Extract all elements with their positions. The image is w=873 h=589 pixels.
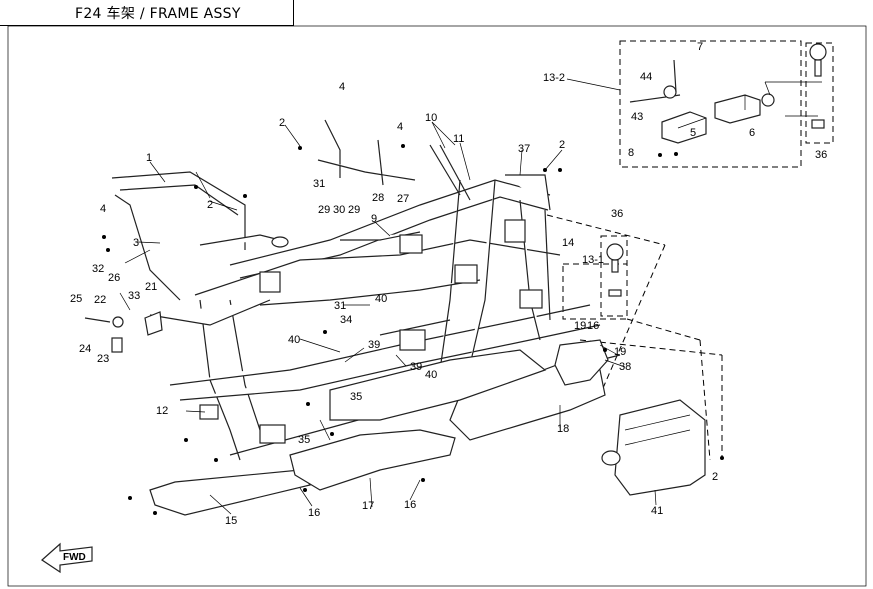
callout-25: 25: [70, 293, 82, 305]
callout-21: 21: [145, 281, 157, 293]
hitch-bracket: [661, 111, 707, 144]
leader-lines: [119, 121, 657, 515]
leader-dash-5: [579, 339, 723, 356]
callout-40: 40: [375, 293, 387, 305]
callout-39: 39: [368, 339, 380, 351]
skid-plate-center: [329, 349, 547, 421]
callout-27: 27: [397, 193, 409, 205]
callout-2: 2: [207, 199, 213, 211]
inset-box-36b: [600, 235, 628, 317]
callout-24: 24: [79, 343, 91, 355]
fastener-dots: [102, 144, 724, 515]
inset-label-13-2: 13-2: [543, 72, 565, 84]
callout-9: 9: [371, 213, 377, 225]
hitch-ball: [809, 43, 827, 129]
callout-15: 15: [225, 515, 237, 527]
callout-31: 31: [313, 178, 325, 190]
callout-22: 22: [94, 294, 106, 306]
hitch-pin: [629, 59, 681, 103]
skid-plate-15: [149, 469, 311, 516]
leader-dash-2: [599, 244, 666, 396]
callout-7: 7: [697, 41, 703, 53]
callout-40: 40: [288, 334, 300, 346]
callout-33: 33: [128, 290, 140, 302]
skid-plate-17: [289, 429, 456, 491]
callout-43: 43: [631, 111, 643, 123]
callout-16: 16: [404, 499, 416, 511]
callout-4: 4: [100, 203, 106, 215]
callout-26: 26: [108, 272, 120, 284]
callout-18: 18: [557, 423, 569, 435]
fwd-arrow: FWD: [41, 542, 93, 574]
callout-4: 4: [397, 121, 403, 133]
inset-box-36: [805, 42, 834, 144]
title-box: F24 车架 / FRAME ASSY: [0, 0, 294, 26]
callout-5: 5: [690, 127, 696, 139]
callout-6: 6: [749, 127, 755, 139]
callout-38: 38: [619, 361, 631, 373]
callout-41: 41: [651, 505, 663, 517]
rear-lower-parts: [84, 311, 163, 353]
inset-label-13-1: 13-1: [582, 254, 604, 266]
callout-1: 1: [146, 152, 152, 164]
callout-44: 44: [640, 71, 652, 83]
callout-23: 23: [97, 353, 109, 365]
callout-34: 34: [340, 314, 352, 326]
leader-13-2: [566, 78, 621, 91]
callout-14: 14: [562, 237, 574, 249]
air-box: [601, 399, 706, 496]
callout-12: 12: [156, 405, 168, 417]
callout-29: 29: [318, 204, 330, 216]
callout-17: 17: [362, 500, 374, 512]
callout-36: 36: [611, 208, 623, 220]
callout-35: 35: [350, 391, 362, 403]
callout-28: 28: [372, 192, 384, 204]
hitch-ball-13-1: [606, 243, 624, 297]
callout-2: 2: [559, 139, 565, 151]
drawing-border: [7, 25, 867, 587]
callout-32: 32: [92, 263, 104, 275]
callout-16: 16: [308, 507, 320, 519]
callout-19: 19: [614, 346, 626, 358]
callout-4: 4: [339, 81, 345, 93]
callout-31: 31: [334, 300, 346, 312]
callout-39: 39: [410, 361, 422, 373]
callout-30: 30: [333, 204, 345, 216]
leader-dash-4: [699, 339, 711, 461]
callout-8: 8: [628, 147, 634, 159]
callout-2: 2: [712, 471, 718, 483]
callout-29: 29: [348, 204, 360, 216]
inset-box-13-2: [619, 40, 802, 168]
callout-3: 3: [133, 237, 139, 249]
callout-2: 2: [279, 117, 285, 129]
callout-36: 36: [815, 149, 827, 161]
callout-35: 35: [298, 434, 310, 446]
fwd-label: FWD: [63, 552, 86, 563]
callout-40: 40: [425, 369, 437, 381]
hitch-receiver: [714, 93, 775, 124]
page-title: F24 车架 / FRAME ASSY: [75, 6, 241, 22]
callout-layer: 1 2 2 2 2 4 4 4 3 9 10 11 12 14 15 16 16…: [70, 41, 827, 527]
callout-19: 19: [574, 320, 586, 332]
leader-dash-3: [626, 318, 701, 341]
leader-dash-1: [546, 214, 666, 246]
callout-11: 11: [453, 133, 464, 145]
skid-plate-38: [554, 339, 609, 386]
callout-16: 16: [587, 320, 599, 332]
callout-10: 10: [425, 112, 437, 124]
callout-37: 37: [518, 143, 530, 155]
